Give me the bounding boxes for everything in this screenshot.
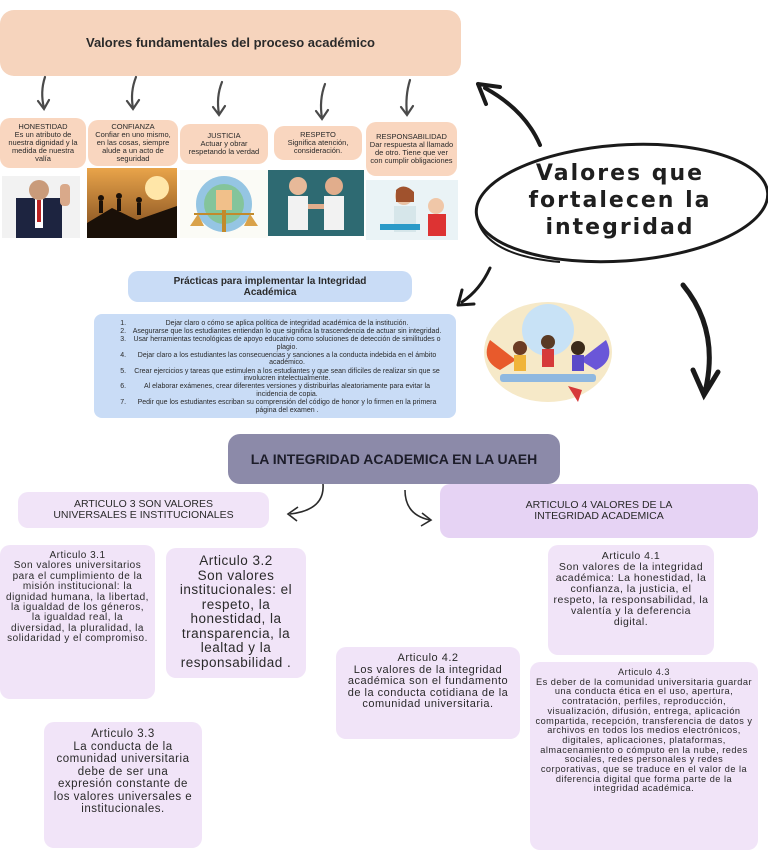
practice-item: Usar herramientas tecnológicas de apoyo … — [128, 336, 446, 351]
practice-item: Al elaborar exámenes, crear diferentes v… — [128, 383, 446, 398]
article-body: Los valores de la integridad académica s… — [347, 663, 509, 710]
header-values-title: Valores fundamentales del proceso académ… — [0, 10, 461, 76]
value-desc: Significa atención, consideración. — [287, 138, 349, 155]
article-4-3: Articulo 4.3 Es deber de la comunidad un… — [530, 662, 758, 850]
article-heading: Articulo 4.2 — [397, 652, 459, 664]
practice-item: Asegurarse que los estudiantes entiendan… — [128, 328, 446, 336]
article-body: La conducta de la comunidad universitari… — [53, 740, 193, 816]
article-body: Es deber de la comunidad universitaria g… — [535, 676, 753, 794]
arrow-down-icon — [405, 78, 412, 116]
article-3-2: Articulo 3.2 Son valores institucionales… — [166, 548, 306, 678]
practice-item: Pedir que los estudiantes escriban su co… — [128, 399, 446, 414]
main-title: Valores que fortalecen la integridad — [528, 161, 712, 240]
value-name: RESPETO — [300, 130, 336, 139]
practices-list: Dejar claro o cómo se aplica política de… — [94, 314, 456, 418]
article-heading: Articulo 3.3 — [91, 728, 155, 740]
curved-arrow-icon — [483, 86, 542, 147]
article-heading: Articulo 3.1 — [49, 550, 106, 561]
arrow-down-icon — [319, 82, 327, 120]
curved-arrow-icon — [680, 282, 712, 395]
article-heading: Articulo 4.1 — [601, 550, 661, 562]
arrow-down-icon — [216, 80, 224, 116]
value-name: CONFIANZA — [111, 122, 155, 131]
value-name: RESPONSABILIDAD — [376, 132, 447, 141]
article-heading: Articulo 4.3 — [618, 667, 670, 677]
arrow-down-icon — [41, 75, 47, 110]
article-heading: Articulo 3.2 — [199, 553, 273, 568]
article4-header: ARTICULO 4 VALORES DE LA INTEGRIDAD ACAD… — [440, 484, 758, 538]
article-3-1: Articulo 3.1 Son valores universitarios … — [0, 545, 155, 699]
value-confianza: CONFIANZA Confiar en uno mismo, en las c… — [88, 120, 178, 166]
value-desc: Actuar y obrar respetando la verdad — [188, 139, 260, 156]
responsibility-photo — [366, 180, 458, 240]
curved-arrow-icon — [404, 489, 431, 521]
value-name: HONESTIDAD — [18, 122, 68, 131]
value-name: JUSTICIA — [207, 131, 241, 140]
value-desc: Confiar en uno mismo, en las cosas, siem… — [95, 130, 171, 163]
honesty-photo — [2, 176, 80, 238]
respect-photo — [268, 170, 364, 236]
practice-item: Crear ejercicios y tareas que estimulen … — [128, 368, 446, 383]
trust-photo — [87, 168, 177, 238]
article-body: Son valores de la integridad académica: … — [553, 561, 709, 628]
article-body: Son valores institucionales: el respeto,… — [179, 567, 293, 670]
curved-arrow-icon — [289, 483, 324, 515]
article-body: Son valores universitarios para el cumpl… — [6, 560, 149, 645]
uaeh-title: LA INTEGRIDAD ACADEMICA EN LA UAEH — [228, 434, 560, 484]
value-respeto: RESPETO Significa atención, consideració… — [274, 126, 362, 160]
article-4-1: Articulo 4.1 Son valores de la integrida… — [548, 545, 714, 655]
arrow-down-icon — [130, 75, 138, 110]
value-honestidad: HONESTIDAD Es un atributo de nuestra dig… — [0, 118, 86, 168]
value-responsabilidad: RESPONSABILIDAD Dar respuesta al llamado… — [366, 122, 457, 176]
article3-header: ARTICULO 3 SON VALORES UNIVERSALES E INS… — [18, 492, 269, 528]
value-desc: Dar respuesta al llamado de otro. Tiene … — [369, 140, 454, 165]
practices-title: Prácticas para implementar la Integridad… — [128, 271, 412, 302]
curved-arrow-icon — [460, 266, 492, 304]
article-3-3: Articulo 3.3 La conducta de la comunidad… — [44, 722, 202, 848]
students-illustration — [470, 290, 626, 416]
justice-photo — [180, 170, 268, 238]
value-justicia: JUSTICIA Actuar y obrar respetando la ve… — [180, 124, 268, 164]
practice-item: Dejar claro o cómo se aplica política de… — [128, 320, 446, 328]
practice-item: Dejar claro a los estudiantes las consec… — [128, 352, 446, 367]
article-4-2: Articulo 4.2 Los valores de la integrida… — [336, 647, 520, 739]
value-desc: Es un atributo de nuestra dignidad y la … — [8, 130, 78, 163]
